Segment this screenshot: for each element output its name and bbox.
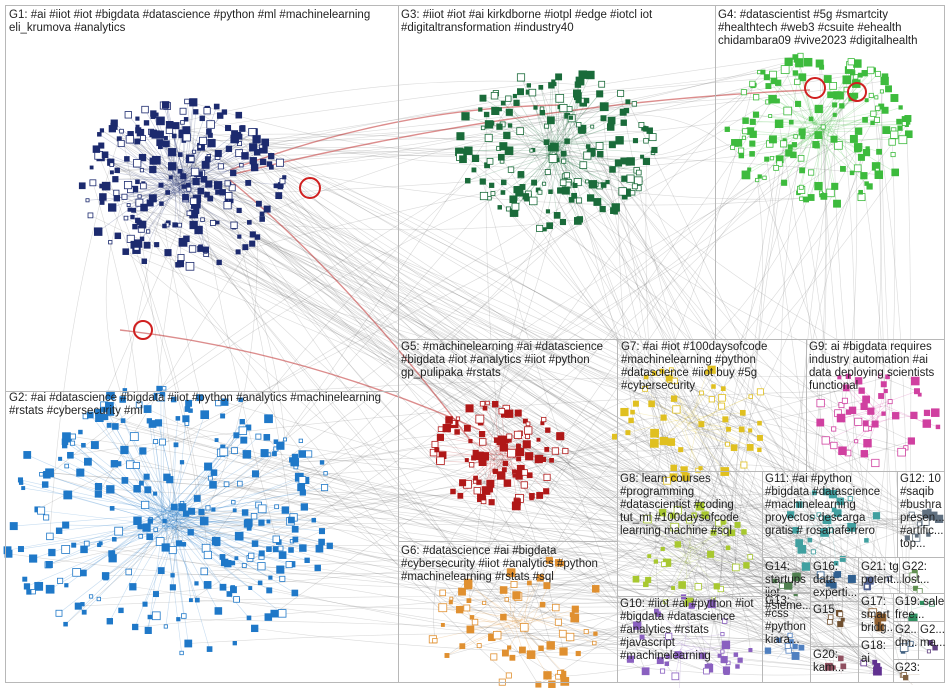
group-box-g1 [5, 5, 399, 392]
group-box-g2 [5, 391, 399, 683]
group-label-g17: G17: smart bridg... [861, 596, 894, 638]
group-label-g24: G2... dm... [895, 624, 919, 658]
group-label-g20: G20: kam... [813, 649, 859, 681]
group-label-g4: G4: #datascientist #5g #smartcity #healt… [718, 9, 944, 48]
group-label-g15: G15 [813, 604, 859, 617]
group-label-g8: G8: learn courses #programming #datascie… [620, 473, 762, 538]
group-label-g19: G19: sale free... [895, 596, 945, 622]
group-label-g25: G2... ma... [920, 624, 945, 658]
group-label-g3: G3: #iiot #iot #ai kirkdborne #iotpl #ed… [401, 9, 713, 35]
group-label-g18: G18: ai [861, 640, 894, 682]
group-label-g21: G21: tg potent... [861, 561, 901, 593]
group-label-g2: G2: #ai #datascience #bigdata #iiot #pyt… [9, 392, 397, 418]
group-label-g16: G16: data experti... [813, 561, 859, 601]
group-label-g1: G1: #ai #iiot #iot #bigdata #datascience… [9, 9, 397, 35]
group-label-g5: G5: #machinelearning #ai #datascience #b… [401, 341, 617, 380]
group-label-g22: G22: lost... [902, 561, 944, 593]
group-label-g13: G13: #css #python kiara... [765, 595, 811, 681]
group-label-g9: G9: ai #bigdata requires industry automa… [809, 341, 945, 393]
group-label-g12: G12: 10 #saqib #bushra presen... #artifi… [900, 473, 944, 551]
group-label-g10: G10: #iiot #ai #python #iot #bigdata #da… [620, 598, 762, 663]
group-label-g7: G7: #ai #iot #100daysofcode #machinelear… [621, 341, 807, 393]
group-label-g6: G6: #datascience #ai #bigdata #cybersecu… [401, 545, 617, 584]
group-box-g4 [715, 5, 945, 340]
group-label-g11: G11: #ai #python #bigdata #datascience #… [765, 473, 899, 538]
group-box-g3 [398, 5, 716, 340]
group-label-g23: G23: [895, 662, 943, 675]
